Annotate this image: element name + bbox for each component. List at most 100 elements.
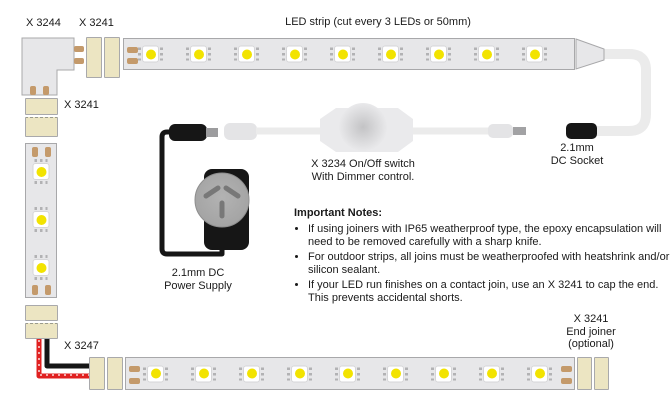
led-solder-ticks [309,367,312,380]
label-x3247: X 3247 [64,340,99,352]
end-joiner-label-line2: End joiner [566,325,616,338]
power-supply-pin-face [194,172,250,228]
led-chip [32,163,50,180]
led-module [143,365,168,382]
led-chip [286,45,303,63]
joiner-x3247-strip-block-b [107,357,123,390]
led-module [138,45,163,63]
led-emitter-dot [36,214,46,225]
label-x3244: X 3244 [26,17,61,29]
led-solder-ticks [474,47,477,61]
led-solder-ticks [448,47,451,61]
cap-x3241-side-a [25,98,58,115]
copper-pad [127,47,138,53]
led-solder-ticks [383,367,386,380]
dc-barrel-plug-tip [206,128,218,137]
power-supply-pins [203,185,241,219]
dimmer-label-line2: With Dimmer control. [311,170,415,183]
led-solder-ticks [261,367,264,380]
led-module [234,45,259,63]
note-item: If using joiners with IP65 weatherproof … [308,223,670,250]
led-emitter-dot [246,368,257,379]
led-chip [32,259,50,276]
strip-end-taper [575,38,605,70]
dimmer-label: X 3234 On/Off switch With Dimmer control… [300,158,426,183]
led-emitter-dot [390,368,401,379]
led-emitter-dot [36,262,46,273]
led-solder-ticks [400,47,403,61]
led-emitter-dot [289,49,300,59]
copper-pad [30,86,36,95]
cap-x3241-side-b [25,117,58,137]
copper-pad [74,58,84,64]
led-chip [334,45,351,63]
note-item: For outdoor strips, all joins must be we… [308,251,670,278]
led-chip [291,365,308,382]
joiner-x3241-top-b [104,37,120,78]
joiner-x3241-top-a [86,37,102,78]
dimmer-input-connector [224,123,257,140]
led-emitter-dot [145,49,156,59]
led-emitter-dot [36,166,46,177]
led-emitter-dot [481,49,492,59]
led-emitter-dot [529,49,540,59]
led-solder-ticks [549,367,552,380]
led-module [186,45,211,63]
led-module [431,365,456,382]
led-module [282,45,307,63]
led-emitter-dot [294,368,305,379]
led-emitter-dot [198,368,209,379]
led-module [522,45,547,63]
end-joiner-block-b [594,357,609,390]
led-module [191,365,216,382]
led-chip [435,365,452,382]
copper-pad [561,366,572,372]
led-solder-ticks [527,367,530,380]
led-solder-ticks [213,367,216,380]
led-chip [243,365,260,382]
led-solder-ticks [143,367,146,380]
led-emitter-dot [193,49,204,59]
led-solder-ticks [239,367,242,380]
strip-title: LED strip (cut every 3 LEDs or 50mm) [285,16,471,28]
corner-piece-x3244 [21,37,75,96]
led-solder-ticks [304,47,307,61]
led-emitter-dot [486,368,497,379]
led-solder-ticks [256,47,259,61]
led-solder-ticks [405,367,408,380]
led-emitter-dot [150,368,161,379]
led-emitter-dot [342,368,353,379]
label-x3241-side: X 3241 [64,99,99,111]
copper-pad [32,147,38,157]
led-solder-ticks [34,159,48,162]
led-solder-ticks [186,47,189,61]
led-module [32,207,50,232]
led-module [479,365,504,382]
led-module [383,365,408,382]
led-chip [190,45,207,63]
led-solder-ticks [453,367,456,380]
led-chip [483,365,500,382]
led-emitter-dot [433,49,444,59]
end-joiner-label-line3: (optional) [568,338,614,350]
led-emitter-dot [337,49,348,59]
led-emitter-dot [438,368,449,379]
copper-pad [129,378,140,384]
copper-pad [45,285,51,295]
end-joiner-block-a [577,357,592,390]
led-solder-ticks [165,367,168,380]
led-solder-ticks [330,47,333,61]
led-chip [531,365,548,382]
dimmer-output-connector [488,124,513,138]
led-chip [339,365,356,382]
led-emitter-dot [385,49,396,59]
led-solder-ticks [282,47,285,61]
power-supply-label-line2: Power Supply [164,279,232,292]
led-chip [526,45,543,63]
end-joiner-label-line1: X 3241 [573,313,609,325]
important-notes-list: If using joiners with IP65 weatherproof … [294,223,670,306]
led-solder-ticks [522,47,525,61]
led-emitter-dot [241,49,252,59]
